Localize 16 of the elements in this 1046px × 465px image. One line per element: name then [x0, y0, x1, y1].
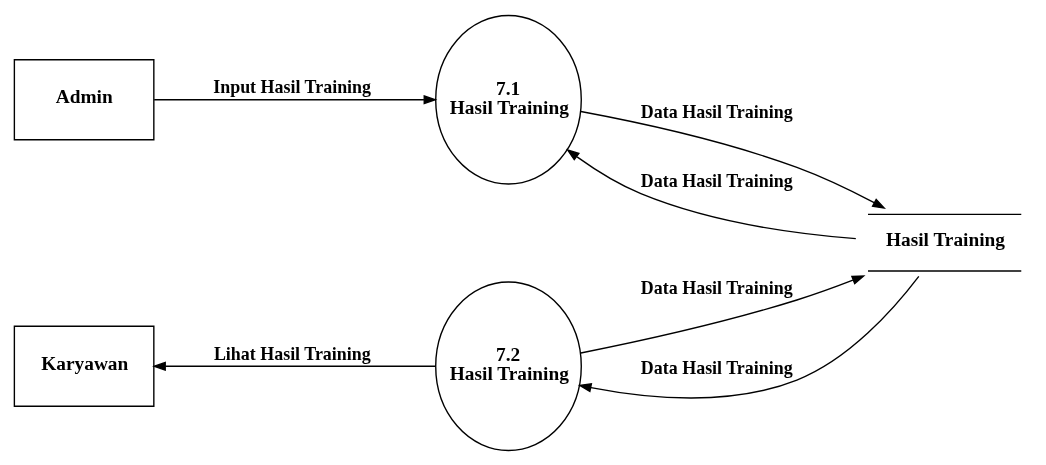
node-box: Admin [13, 58, 155, 140]
node-text: Hasil Training [885, 228, 1005, 250]
edge-label: Data Hasil Training [640, 101, 793, 122]
node-ellipse: 7.2 Hasil Training [435, 280, 582, 451]
arrow [580, 274, 866, 354]
arrow [566, 148, 857, 239]
arrow [152, 360, 436, 371]
edge-label: Data Hasil Training [640, 277, 793, 298]
edge-label: Lihat Hasil Training [213, 343, 371, 364]
arrow [153, 94, 438, 105]
arrow [577, 275, 920, 399]
edge-label: Data Hasil Training [640, 170, 793, 191]
arrow [580, 110, 886, 209]
edge-label: Input Hasil Training [213, 76, 372, 97]
node-box: Karyawan [13, 325, 155, 407]
edge-label: Data Hasil Training [640, 357, 793, 378]
